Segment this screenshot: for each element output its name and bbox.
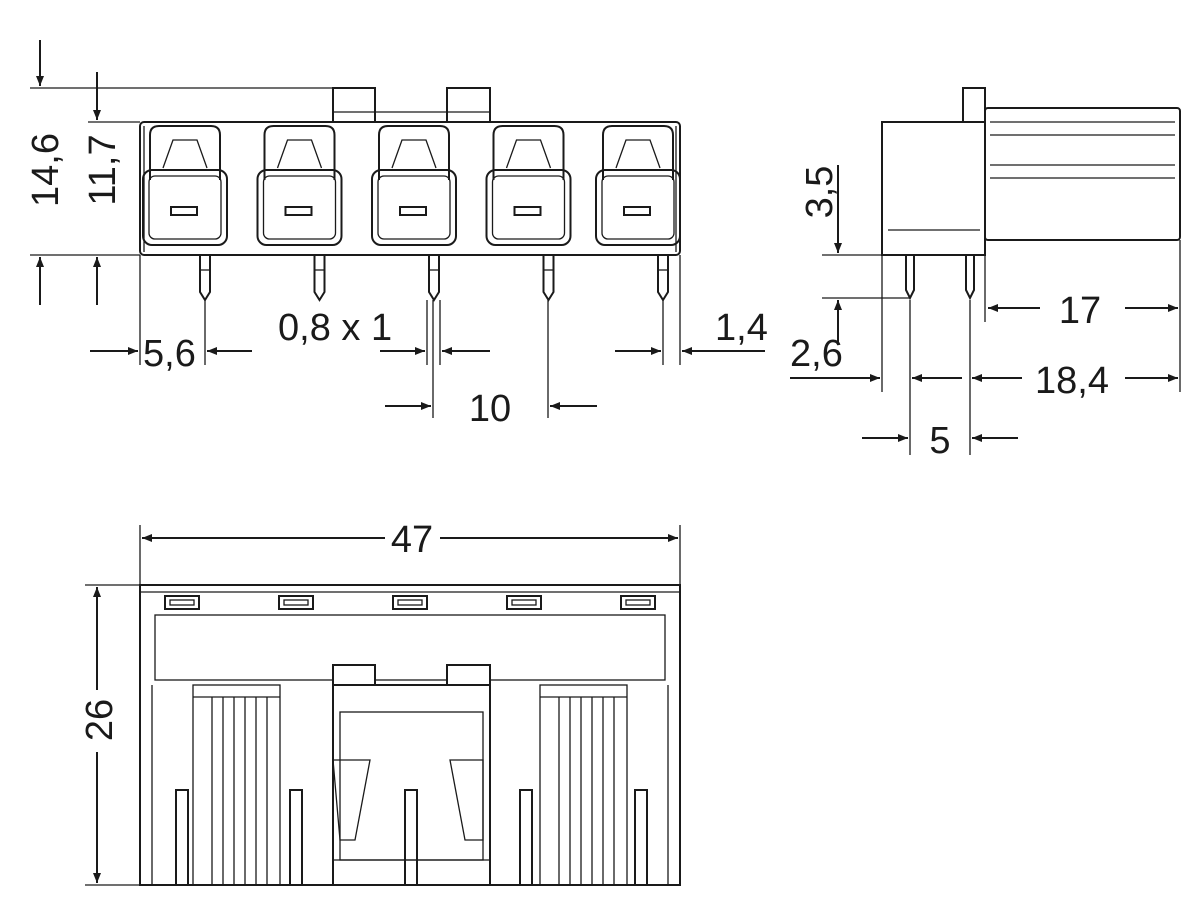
cavity-inner xyxy=(377,175,451,240)
release-lever xyxy=(162,139,208,169)
wire-slot xyxy=(620,595,656,610)
solder-pin xyxy=(313,255,326,302)
latch-head xyxy=(149,125,221,180)
dim-front-to-pin: 2,6 xyxy=(790,333,843,375)
cavity-inner xyxy=(601,175,675,240)
side-dimensions: 3,5 17 2,6 18,4 5 xyxy=(790,165,1181,462)
release-lever xyxy=(505,139,552,169)
side-pin-rear xyxy=(965,255,975,301)
front-view xyxy=(139,87,681,302)
wire-slot xyxy=(392,595,428,610)
contact-cavity xyxy=(485,169,572,246)
dim-depth: 26 xyxy=(79,699,121,741)
bottom-view xyxy=(139,584,681,886)
latch-tab-right xyxy=(446,87,491,123)
dim-pin-pitch: 10 xyxy=(469,388,511,430)
side-front-body xyxy=(881,121,986,256)
solder-pin xyxy=(542,255,555,302)
latch-head xyxy=(602,125,674,180)
bottom-dimensions: 47 26 xyxy=(79,519,681,886)
dim-width: 47 xyxy=(391,519,433,561)
side-pin-front xyxy=(905,255,915,301)
post xyxy=(289,789,303,886)
dim-edge-to-pin: 5,6 xyxy=(143,333,196,375)
cavity-inner xyxy=(148,175,222,240)
contact-slot xyxy=(284,206,313,216)
center-latch xyxy=(332,684,491,886)
wire-slot-inner xyxy=(511,599,537,606)
latch-tab-left xyxy=(332,87,376,123)
contact-slot xyxy=(513,206,542,216)
solder-pins xyxy=(199,255,669,302)
side-view xyxy=(881,87,1181,301)
side-latch-tab xyxy=(962,87,986,123)
contact-cavity xyxy=(142,169,228,246)
cavity-inner xyxy=(262,175,337,240)
wire-slot-inner xyxy=(169,599,195,606)
dim-pin-length: 3,5 xyxy=(799,166,841,219)
rib-block-right xyxy=(539,684,628,886)
front-dimensions: 14,6 11,7 5,6 0,8 x 1 10 1,4 xyxy=(25,40,768,430)
post xyxy=(634,789,648,886)
wire-slot-inner xyxy=(283,599,309,606)
post xyxy=(175,789,189,886)
dim-pin-to-edge: 1,4 xyxy=(715,307,768,349)
latch-head xyxy=(492,125,565,180)
solder-pin xyxy=(657,255,669,302)
side-rear-body xyxy=(984,107,1181,241)
solder-pin xyxy=(199,255,211,302)
latch-head xyxy=(263,125,336,180)
solder-pin xyxy=(428,255,440,302)
contact-cavities xyxy=(142,125,681,246)
cavity-inner xyxy=(491,175,566,240)
rib-block-left xyxy=(192,684,281,886)
wire-slot-inner xyxy=(625,599,651,606)
dim-rear-length: 17 xyxy=(1059,290,1101,332)
dim-total-depth: 18,4 xyxy=(1035,360,1109,402)
dim-height-body: 11,7 xyxy=(82,134,124,205)
contact-cavity xyxy=(256,169,343,246)
wire-slot-inner xyxy=(397,599,423,606)
wire-slot xyxy=(506,595,542,610)
wire-slot xyxy=(278,595,314,610)
release-lever xyxy=(391,139,437,169)
latch-head xyxy=(378,125,450,180)
dim-pin-section: 0,8 x 1 xyxy=(278,307,392,349)
post xyxy=(404,789,418,886)
dim-pin-row-spacing: 5 xyxy=(929,420,950,462)
release-lever xyxy=(615,139,661,169)
dim-height-overall: 14,6 xyxy=(25,133,67,207)
contact-slot xyxy=(623,206,651,216)
release-lever xyxy=(276,139,323,169)
top-slots xyxy=(164,595,656,610)
contact-slot xyxy=(399,206,427,216)
contact-cavity xyxy=(371,169,457,246)
contact-slot xyxy=(170,206,198,216)
contact-cavity xyxy=(595,169,681,246)
wire-slot xyxy=(164,595,200,610)
post xyxy=(519,789,533,886)
